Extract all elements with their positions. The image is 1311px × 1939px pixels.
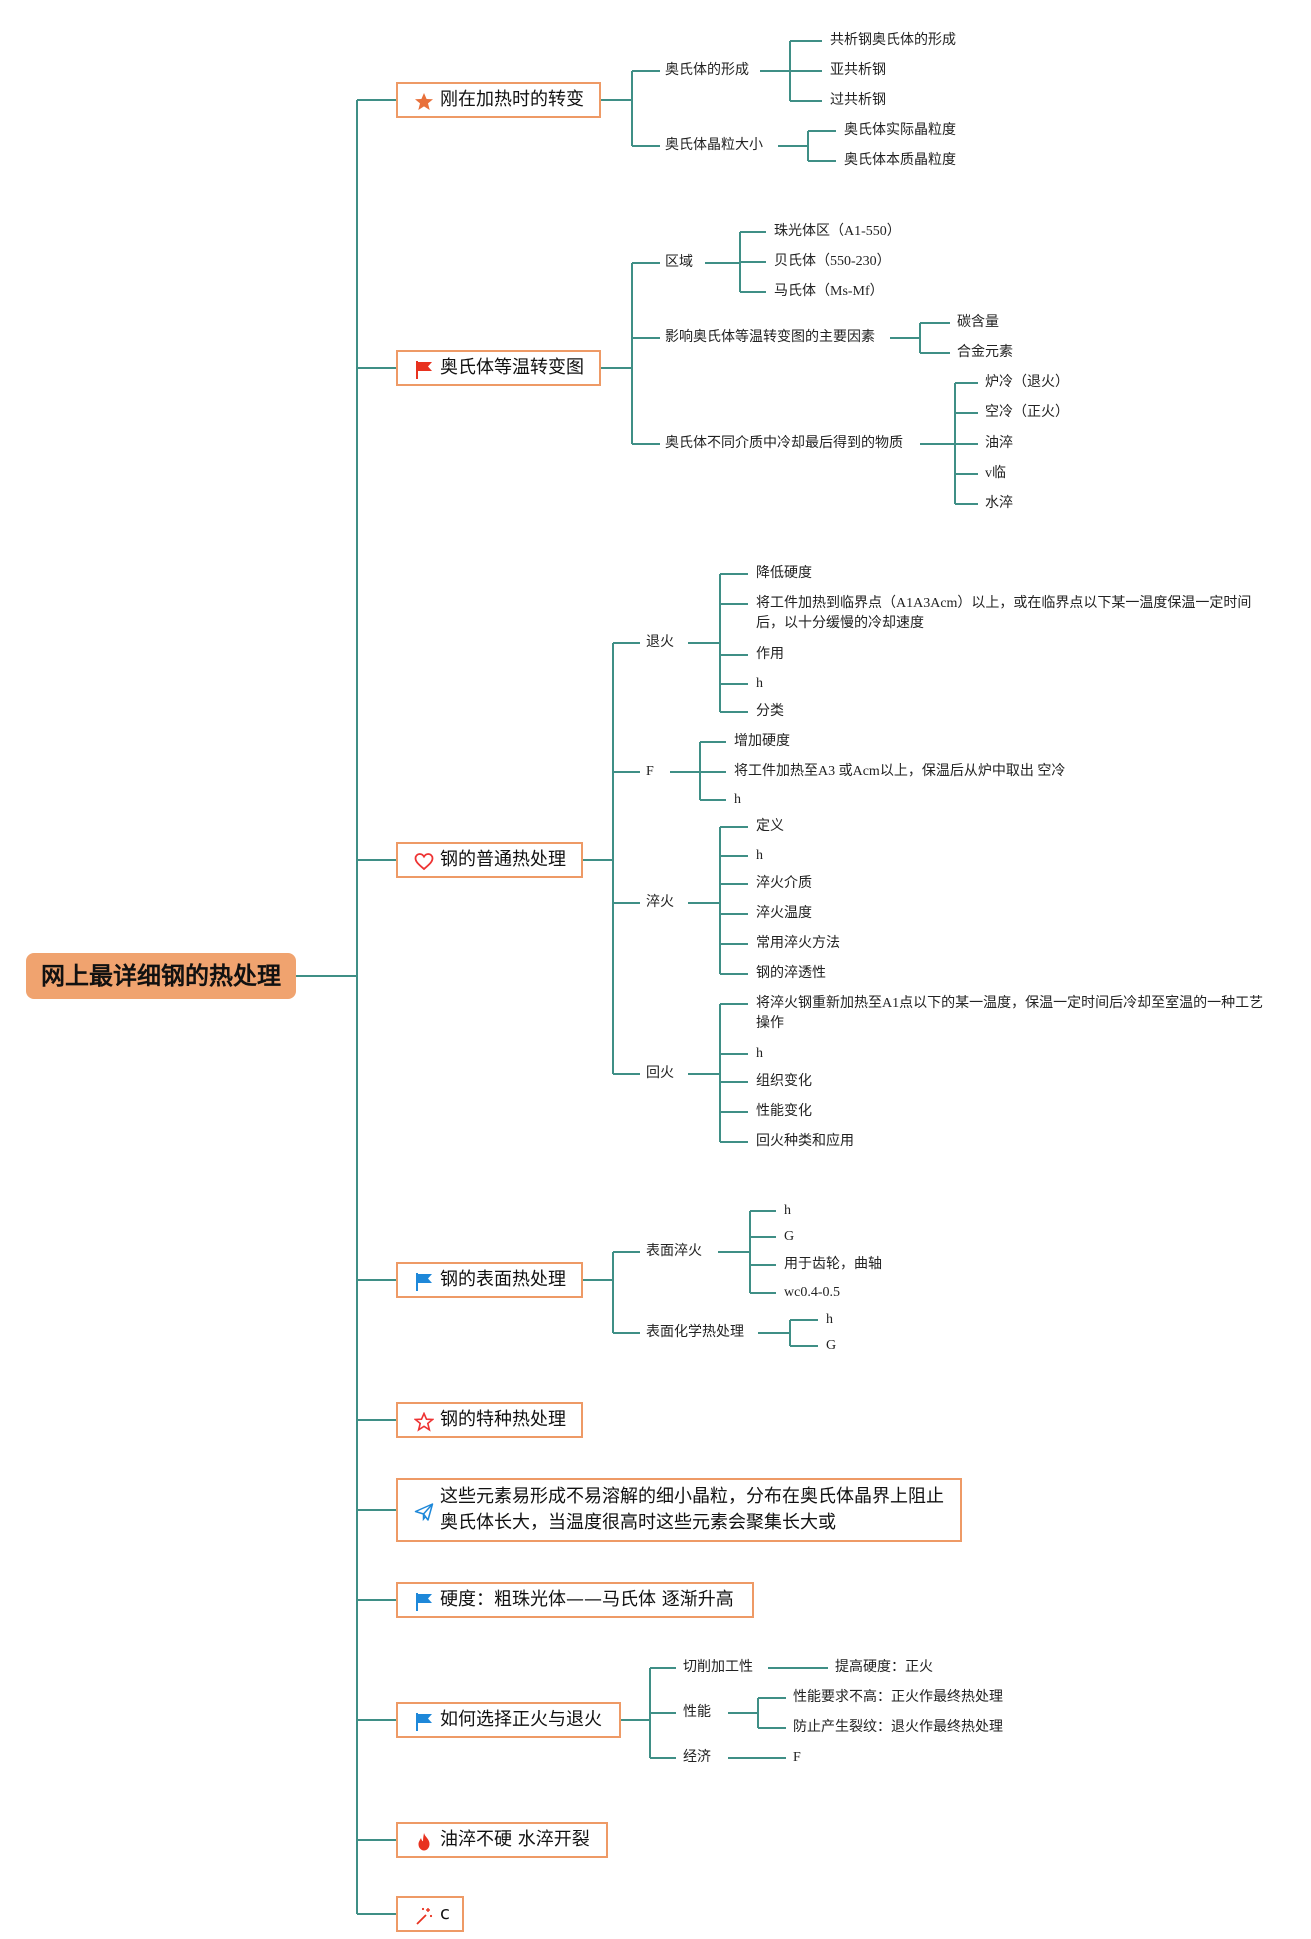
node-intrinsic-grain-size[interactable]: 奥氏体本质晶粒度 bbox=[844, 153, 956, 168]
node-annealing-classification[interactable]: 分类 bbox=[756, 704, 784, 719]
node-f-h[interactable]: h bbox=[734, 792, 741, 807]
node-tempering-h[interactable]: h bbox=[756, 1046, 763, 1061]
branch-ordinary-heat-treatment[interactable]: 钢的普通热处理 bbox=[396, 842, 583, 878]
node-alloy-elements[interactable]: 合金元素 bbox=[957, 345, 1013, 360]
node-performance[interactable]: 性能 bbox=[683, 1705, 711, 1720]
node-annealing-definition[interactable]: 将工件加热到临界点（A1A3Acm）以上，或在临界点以下某一温度保温一定时间后，… bbox=[756, 596, 1252, 631]
branch-label: 刚在加热时的转变 bbox=[440, 89, 584, 110]
node-tempering[interactable]: 回火 bbox=[646, 1066, 674, 1081]
node-bainite[interactable]: 贝氏体（550-230） bbox=[774, 254, 891, 269]
branch-surface-heat-treatment[interactable]: 钢的表面热处理 bbox=[396, 1262, 583, 1298]
node-quench-h[interactable]: h bbox=[756, 848, 763, 863]
branch-heating-transformation[interactable]: 刚在加热时的转变 bbox=[396, 82, 601, 118]
node-water-quench[interactable]: 水淬 bbox=[985, 496, 1013, 511]
node-quench-definition[interactable]: 定义 bbox=[756, 819, 784, 834]
branch-normalizing-vs-annealing[interactable]: 如何选择正火与退火 bbox=[396, 1702, 621, 1738]
branch-isothermal-diagram[interactable]: 奥氏体等温转变图 bbox=[396, 350, 601, 386]
branch-label: 钢的表面热处理 bbox=[440, 1269, 566, 1290]
node-actual-grain-size[interactable]: 奥氏体实际晶粒度 bbox=[844, 123, 956, 138]
flag-icon bbox=[416, 1713, 432, 1731]
node-machinability[interactable]: 切削加工性 bbox=[683, 1660, 753, 1675]
branch-c[interactable]: c bbox=[396, 1896, 464, 1932]
node-f[interactable]: F bbox=[646, 764, 654, 779]
node-hypoeutectoid[interactable]: 亚共析钢 bbox=[830, 63, 886, 78]
node-economy-f[interactable]: F bbox=[793, 1750, 801, 1765]
node-eutectoid-austenite[interactable]: 共析钢奥氏体的形成 bbox=[830, 33, 956, 48]
node-austenite-formation[interactable]: 奥氏体的形成 bbox=[665, 63, 749, 78]
node-normalizing-definition[interactable]: 将工件加热至A3 或Acm以上，保温后从炉中取出 空冷 bbox=[734, 764, 1066, 779]
node-martensite[interactable]: 马氏体（Ms-Mf） bbox=[774, 284, 884, 299]
branch-elements-note[interactable]: 这些元素易形成不易溶解的细小晶粒，分布在奥氏体晶界上阻止奥氏体长大，当温度很高时… bbox=[396, 1478, 962, 1542]
branch-label: 钢的普通热处理 bbox=[440, 849, 566, 870]
node-property-change[interactable]: 性能变化 bbox=[756, 1104, 812, 1119]
node-furnace-cooling[interactable]: 炉冷（退火） bbox=[985, 375, 1069, 390]
node-quenching[interactable]: 淬火 bbox=[646, 895, 674, 910]
star-outline-icon bbox=[414, 1412, 434, 1432]
root-topic[interactable]: 网上最详细钢的热处理 bbox=[26, 953, 296, 999]
node-microstructure-change[interactable]: 组织变化 bbox=[756, 1074, 812, 1089]
node-main-factors[interactable]: 影响奥氏体等温转变图的主要因素 bbox=[665, 330, 875, 345]
fire-icon bbox=[418, 1833, 430, 1851]
branch-label: 如何选择正火与退火 bbox=[440, 1709, 602, 1730]
node-surface-h[interactable]: h bbox=[784, 1203, 791, 1218]
node-oil-quench[interactable]: 油淬 bbox=[985, 436, 1013, 451]
node-chemical-g[interactable]: G bbox=[826, 1338, 837, 1353]
node-quench-methods[interactable]: 常用淬火方法 bbox=[756, 936, 840, 951]
flag-icon bbox=[416, 361, 432, 379]
node-annealing-purpose[interactable]: 作用 bbox=[756, 647, 784, 662]
branch-label: 油淬不硬 水淬开裂 bbox=[440, 1829, 590, 1850]
branch-hardness-note[interactable]: 硬度：粗珠光体——马氏体 逐渐升高 bbox=[396, 1582, 754, 1618]
node-prevent-cracks[interactable]: 防止产生裂纹：退火作最终热处理 bbox=[793, 1720, 1003, 1735]
heart-icon bbox=[414, 853, 434, 871]
branch-special-heat-treatment[interactable]: 钢的特种热处理 bbox=[396, 1402, 583, 1438]
branch-label: 这些元素易形成不易溶解的细小晶粒，分布在奥氏体晶界上阻止奥氏体长大，当温度很高时… bbox=[440, 1486, 944, 1533]
node-surface-quenching[interactable]: 表面淬火 bbox=[646, 1244, 702, 1259]
flag-icon bbox=[416, 1593, 432, 1611]
node-chemical-heat-treatment[interactable]: 表面化学热处理 bbox=[646, 1325, 744, 1340]
branch-label: 钢的特种热处理 bbox=[440, 1409, 566, 1430]
node-carbon-content[interactable]: 碳含量 bbox=[957, 315, 999, 330]
branch-label: c bbox=[440, 1903, 450, 1924]
node-tempering-definition[interactable]: 将淬火钢重新加热至A1点以下的某一温度，保温一定时间后冷却至室温的一种工艺操作 bbox=[756, 996, 1264, 1031]
node-quench-temperature[interactable]: 淬火温度 bbox=[756, 906, 812, 921]
branch-oil-water-quench[interactable]: 油淬不硬 水淬开裂 bbox=[396, 1822, 608, 1858]
node-annealing-h[interactable]: h bbox=[756, 676, 763, 691]
node-increase-hardness[interactable]: 增加硬度 bbox=[734, 734, 790, 749]
node-hardenability[interactable]: 钢的淬透性 bbox=[756, 966, 826, 981]
node-improve-hardness[interactable]: 提高硬度：正火 bbox=[835, 1660, 933, 1675]
node-region[interactable]: 区域 bbox=[665, 255, 693, 270]
node-quench-media[interactable]: 淬火介质 bbox=[756, 876, 812, 891]
node-low-requirement[interactable]: 性能要求不高：正火作最终热处理 bbox=[793, 1690, 1003, 1705]
branch-label: 奥氏体等温转变图 bbox=[440, 357, 584, 378]
paper-plane-icon bbox=[414, 1503, 434, 1522]
star-icon bbox=[415, 93, 433, 110]
node-surface-g[interactable]: G bbox=[784, 1229, 795, 1244]
node-cooling-media[interactable]: 奥氏体不同介质中冷却最后得到的物质 bbox=[665, 436, 903, 451]
node-grain-size[interactable]: 奥氏体晶粒大小 bbox=[665, 138, 763, 153]
flag-icon bbox=[416, 1273, 432, 1291]
node-gears-shafts[interactable]: 用于齿轮，曲轴 bbox=[784, 1257, 882, 1272]
node-v-critical[interactable]: v临 bbox=[985, 466, 1006, 481]
node-chemical-h[interactable]: h bbox=[826, 1312, 833, 1327]
node-economy[interactable]: 经济 bbox=[683, 1750, 711, 1765]
node-pearlite-region[interactable]: 珠光体区（A1-550） bbox=[774, 224, 901, 239]
node-air-cooling[interactable]: 空冷（正火） bbox=[985, 405, 1069, 420]
node-hypereutectoid[interactable]: 过共析钢 bbox=[830, 93, 886, 108]
node-reduce-hardness[interactable]: 降低硬度 bbox=[756, 566, 812, 581]
node-annealing[interactable]: 退火 bbox=[646, 635, 674, 650]
node-tempering-types[interactable]: 回火种类和应用 bbox=[756, 1134, 854, 1149]
branch-label: 硬度：粗珠光体——马氏体 逐渐升高 bbox=[440, 1589, 734, 1610]
magic-wand-icon bbox=[416, 1907, 433, 1925]
node-wc[interactable]: wc0.4-0.5 bbox=[784, 1285, 840, 1300]
